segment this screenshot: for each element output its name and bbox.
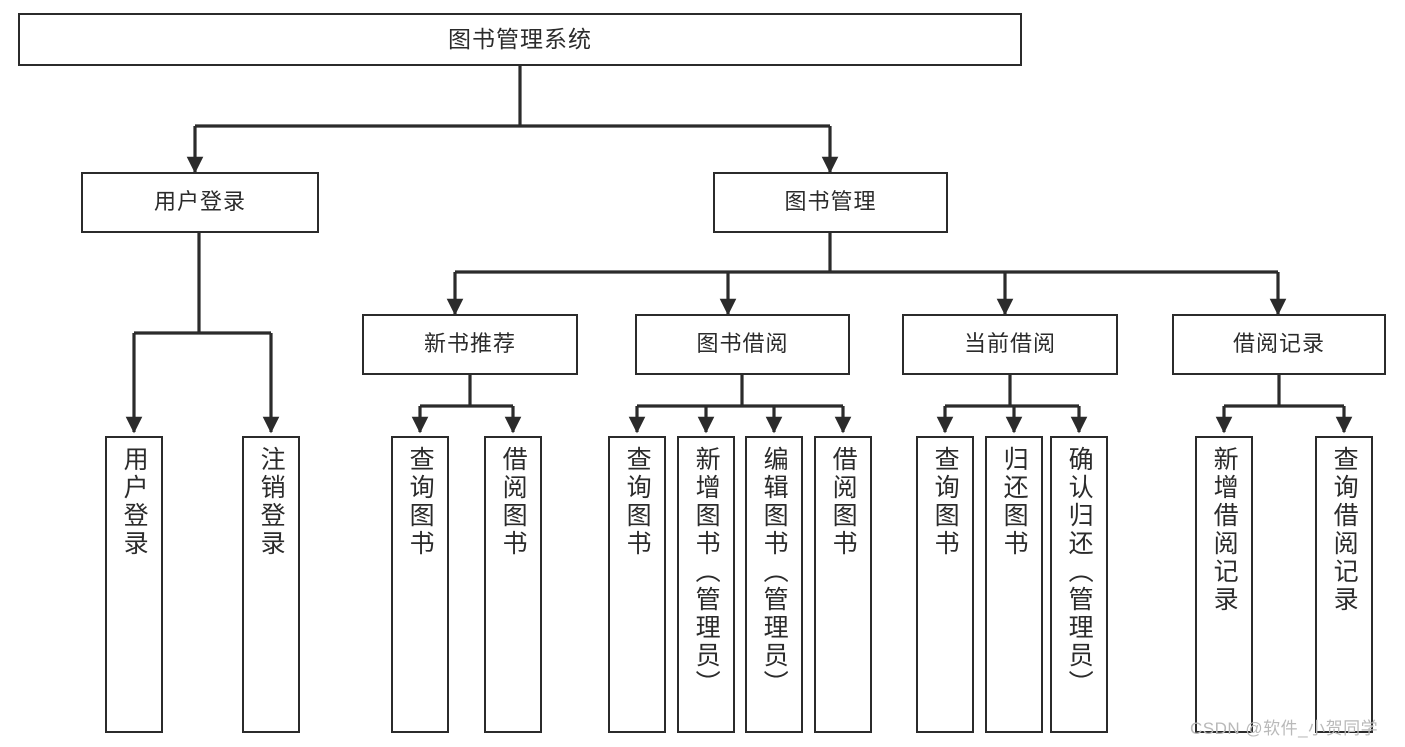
node-label: 借阅记录	[1232, 331, 1325, 357]
node-label: 借阅图书	[829, 446, 858, 558]
node-label: 图书借阅	[696, 331, 789, 357]
csdn-watermark: CSDN @软件_小贺同学	[1190, 719, 1379, 738]
leaf-borrow-query-books[interactable]: 查询图书	[608, 436, 666, 733]
node-borrowing-record[interactable]: 借阅记录	[1172, 314, 1386, 375]
node-label: 图书管理	[784, 189, 877, 215]
node-label: 查询图书	[623, 446, 652, 558]
node-root-book-management-system[interactable]: 图书管理系统	[18, 13, 1022, 66]
leaf-borrow-edit-book-admin[interactable]: 编辑图书（管理员）	[745, 436, 803, 733]
leaf-recommend-borrow-books[interactable]: 借阅图书	[484, 436, 542, 733]
leaf-current-confirm-return-admin[interactable]: 确认归还（管理员）	[1050, 436, 1108, 733]
node-label: 查询图书	[931, 446, 960, 558]
node-current-borrowing[interactable]: 当前借阅	[902, 314, 1118, 375]
node-label: 查询借阅记录	[1330, 446, 1359, 614]
leaf-recommend-query-books[interactable]: 查询图书	[391, 436, 449, 733]
node-book-management[interactable]: 图书管理	[713, 172, 948, 233]
node-label: 图书管理系统	[448, 25, 592, 52]
node-label: 新书推荐	[423, 331, 516, 357]
leaf-borrow-borrow-books[interactable]: 借阅图书	[814, 436, 872, 733]
node-user-login[interactable]: 用户登录	[81, 172, 319, 233]
node-label: 确认归还（管理员）	[1065, 446, 1094, 698]
node-label: 注销登录	[257, 446, 286, 558]
node-label: 新增借阅记录	[1210, 446, 1239, 614]
node-label: 用户登录	[153, 189, 246, 215]
node-label: 借阅图书	[499, 446, 528, 558]
node-label: 归还图书	[1000, 446, 1029, 558]
leaf-user-login[interactable]: 用户登录	[105, 436, 163, 733]
leaf-record-query-borrow-record[interactable]: 查询借阅记录	[1315, 436, 1373, 733]
node-label: 当前借阅	[963, 331, 1056, 357]
node-label: 编辑图书（管理员）	[760, 446, 789, 698]
node-label: 查询图书	[406, 446, 435, 558]
node-book-borrowing[interactable]: 图书借阅	[635, 314, 850, 375]
leaf-current-return-books[interactable]: 归还图书	[985, 436, 1043, 733]
node-label: 新增图书（管理员）	[692, 446, 721, 698]
leaf-record-add-borrow-record[interactable]: 新增借阅记录	[1195, 436, 1253, 733]
leaf-current-query-books[interactable]: 查询图书	[916, 436, 974, 733]
node-new-book-recommendation[interactable]: 新书推荐	[362, 314, 578, 375]
node-label: 用户登录	[120, 446, 149, 558]
leaf-logout[interactable]: 注销登录	[242, 436, 300, 733]
leaf-borrow-add-book-admin[interactable]: 新增图书（管理员）	[677, 436, 735, 733]
